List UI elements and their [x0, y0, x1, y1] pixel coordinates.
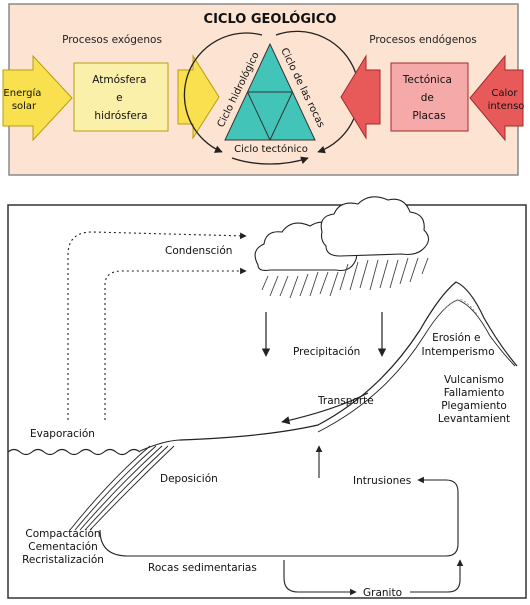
- solar-energy-label: Energía solar: [3, 87, 44, 112]
- top-panel-title: CICLO GEOLÓGICO: [204, 11, 337, 27]
- mountain-peak-dotted: [443, 299, 479, 317]
- evaporation-dotted-arrow-outer: [67, 231, 247, 420]
- deposition-label: Deposición: [160, 473, 218, 485]
- granite-arrow: [283, 560, 357, 596]
- mountain-outline: [179, 281, 518, 441]
- granite-return-arrow: [410, 559, 464, 593]
- solar-energy-arrow: [2, 54, 73, 142]
- endogenous-arrow: [340, 54, 381, 140]
- transport-arrow: [281, 392, 369, 425]
- intrusions-label: Intrusiones: [353, 475, 411, 487]
- granite-label: Granito: [363, 587, 402, 599]
- svg-text:Compactación: Compactación: [25, 528, 100, 540]
- rain-lines: [261, 257, 429, 299]
- rock-cycle-loop: [99, 476, 459, 557]
- erosion-label: Erosión e Intemperismo: [421, 332, 494, 358]
- svg-text:Vulcanismo: Vulcanismo: [444, 374, 504, 386]
- plate-tectonics-label: Tectónica de Placas: [402, 74, 456, 122]
- intense-heat-label: Calor intenso: [488, 88, 525, 112]
- tectonic-cycle-label: Ciclo tectónico: [234, 143, 308, 155]
- coastline: [139, 439, 183, 452]
- plate-tectonics-box: [390, 62, 469, 132]
- svg-text:Levantamient: Levantamient: [438, 413, 510, 425]
- tectonic-processes-label: Vulcanismo Fallamiento Plegamiento Levan…: [438, 374, 510, 425]
- sedimentary-rocks-label: Rocas sedimentarias: [148, 562, 257, 574]
- cloud-icon: [254, 196, 430, 272]
- transport-label: Transporte: [317, 395, 374, 407]
- bottom-panel: Condensción Precipitación Erosión e: [7, 196, 527, 599]
- precipitation-label: Precipitación: [293, 346, 360, 358]
- sediment-layers: [69, 445, 175, 531]
- intense-heat-arrow: [469, 54, 524, 142]
- hydrologic-cycle-arrow: [183, 32, 263, 153]
- atmosphere-box: [73, 62, 169, 132]
- cycle-triangle: [224, 42, 316, 141]
- top-panel: CICLO GEOLÓGICO Procesos exógenos Proces…: [2, 3, 525, 176]
- exogenous-heading: Procesos exógenos: [62, 34, 162, 46]
- condensation-label: Condensción: [165, 245, 232, 257]
- svg-text:Plegamiento: Plegamiento: [441, 400, 507, 412]
- ocean-surface: [7, 448, 141, 456]
- atmosphere-label: Atmósfera e hidrósfera: [92, 74, 150, 122]
- svg-text:Cementación: Cementación: [28, 541, 97, 553]
- mountain-inner-line: [317, 299, 516, 433]
- svg-text:Fallamiento: Fallamiento: [444, 387, 505, 399]
- diagenesis-label: Compactación Cementación Recristalizació…: [22, 528, 104, 566]
- evaporation-label: Evaporación: [30, 428, 95, 440]
- tectonic-cycle-arrow: [231, 156, 309, 165]
- endogenous-heading: Procesos endógenos: [369, 34, 476, 46]
- svg-text:Recristalización: Recristalización: [22, 554, 104, 566]
- evaporation-dotted-arrow-inner: [104, 267, 247, 420]
